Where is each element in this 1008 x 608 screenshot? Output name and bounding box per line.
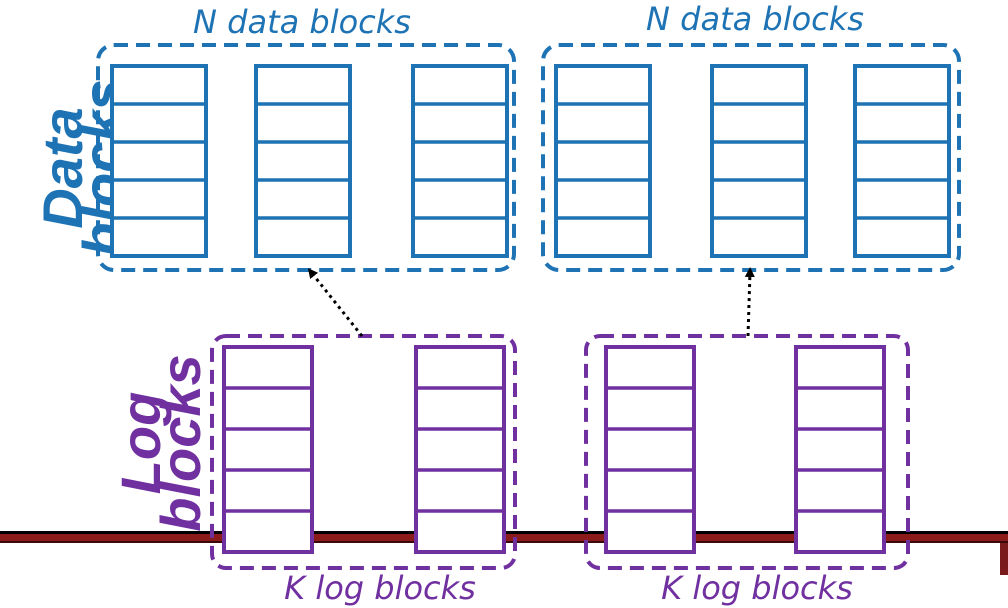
log-group-1-caption: K log blocks <box>284 569 476 607</box>
block-outline <box>554 64 652 258</box>
log-block <box>794 345 886 554</box>
data-group-2 <box>541 43 961 272</box>
log-block <box>414 345 506 554</box>
log-group-2-caption: K log blocks <box>661 569 853 607</box>
data-group-1-border <box>96 43 516 272</box>
block-outline <box>414 345 506 554</box>
log-block <box>604 345 696 554</box>
block-outline <box>604 345 696 554</box>
data-group-1 <box>96 43 516 272</box>
data-block <box>710 64 808 258</box>
log-blocks-label-line1: Log <box>109 392 172 495</box>
block-outline <box>710 64 808 258</box>
data-block <box>411 64 509 258</box>
log-blocks-label-line2: blocks <box>149 354 212 531</box>
log-block <box>222 345 314 554</box>
log-group-2-border <box>584 334 910 570</box>
log-group-1 <box>210 334 517 570</box>
arrow-log1-to-data1 <box>307 268 364 337</box>
edge-marker <box>1000 543 1008 575</box>
data-group-2-caption: N data blocks <box>646 0 864 38</box>
block-outline <box>853 64 951 258</box>
arrow-log2-to-data2 <box>744 267 755 337</box>
data-group-1-caption: N data blocks <box>193 3 411 41</box>
data-blocks-label-line1: Data <box>31 107 94 228</box>
data-block <box>853 64 951 258</box>
block-outline <box>254 64 352 258</box>
block-outline <box>794 345 886 554</box>
block-outline <box>110 64 208 258</box>
log-group-1-border <box>210 334 517 570</box>
block-outline <box>222 345 314 554</box>
block-outline <box>411 64 509 258</box>
log-group-2 <box>584 334 910 570</box>
data-block <box>254 64 352 258</box>
data-block <box>554 64 652 258</box>
data-block <box>110 64 208 258</box>
